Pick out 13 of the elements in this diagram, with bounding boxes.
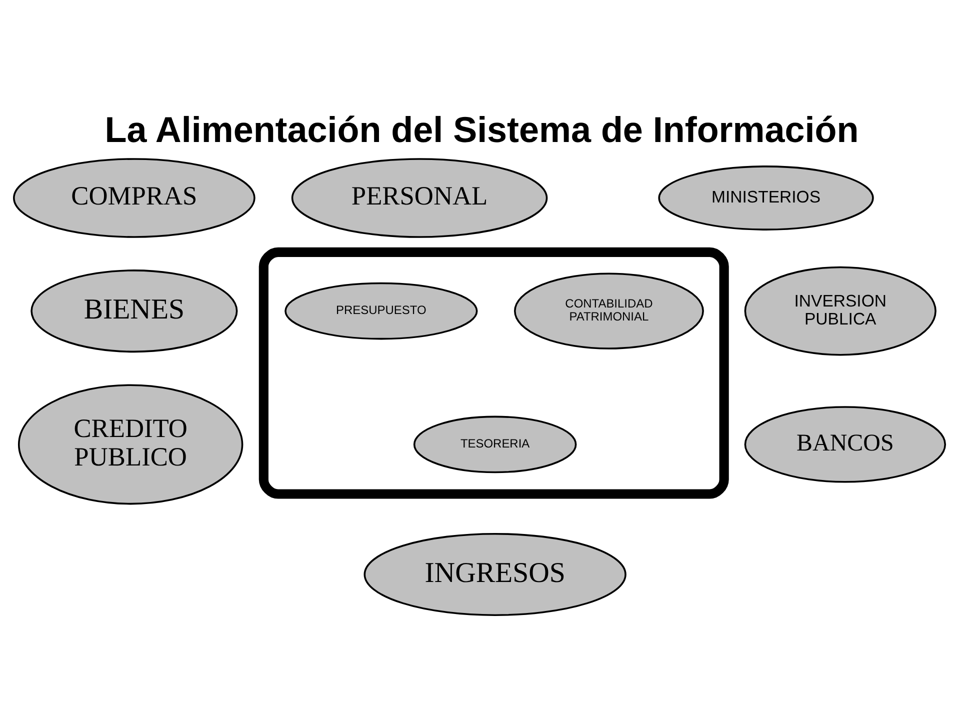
node-ellipse: CREDITO PUBLICO xyxy=(17,384,243,504)
node-ellipse: MINISTERIOS xyxy=(658,165,874,230)
node-ellipse: BANCOS xyxy=(744,406,946,482)
node-ellipse: COMPRAS xyxy=(12,158,255,238)
node-ellipse: BIENES xyxy=(30,269,238,352)
cluster xyxy=(258,246,728,498)
node-ellipse: TESORERIA xyxy=(412,415,576,473)
node-ellipse: PRESUPUESTO xyxy=(284,282,478,340)
node-ellipse: PERSONAL xyxy=(290,158,548,238)
node-ellipse: CONTABILIDAD PATRIMONIAL xyxy=(513,272,704,349)
node-ellipse: INGRESOS xyxy=(363,532,626,616)
diagram-title: La Alimentación del Sistema de Información xyxy=(104,108,858,150)
node-ellipse: INVERSION PUBLICA xyxy=(744,266,936,356)
